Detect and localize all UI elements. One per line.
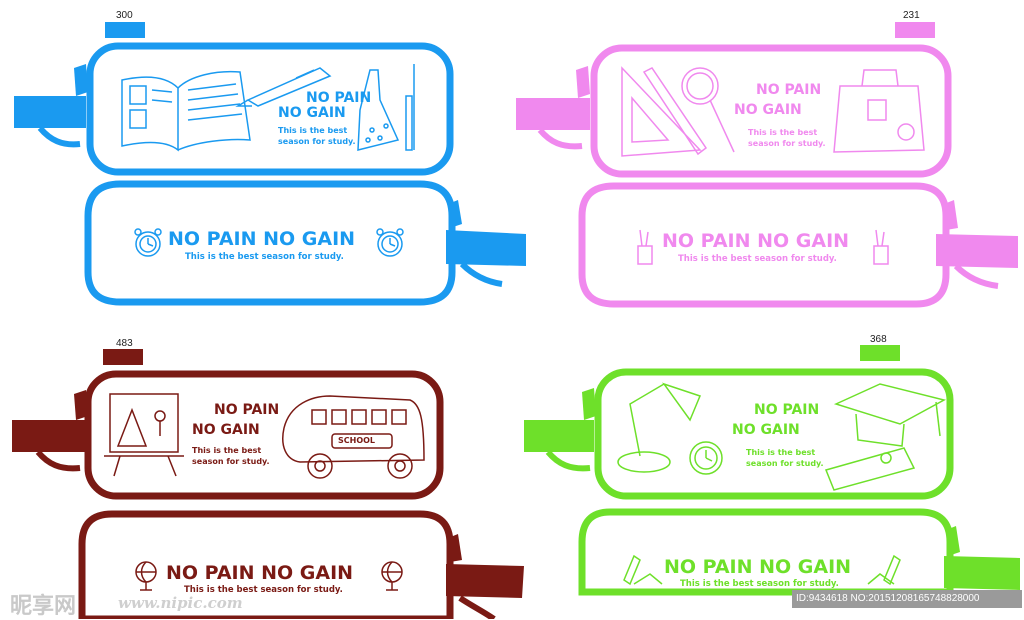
brown-bottom-title: NO PAIN NO GAIN bbox=[166, 562, 354, 584]
bus-label: SCHOOL bbox=[338, 436, 376, 445]
case-blue-bottom bbox=[84, 180, 526, 306]
pink-top-sub-1: This is the best bbox=[748, 128, 818, 137]
pink-bottom-title: NO PAIN NO GAIN bbox=[662, 230, 850, 252]
green-bottom-title: NO PAIN NO GAIN bbox=[664, 556, 852, 578]
blue-top-sub-2: season for study. bbox=[278, 137, 356, 146]
pencils-icon bbox=[623, 554, 663, 586]
case-pink-top bbox=[516, 44, 952, 178]
case-brown-bottom bbox=[78, 510, 524, 619]
case-pink-bottom bbox=[578, 182, 1018, 308]
blue-top-title-1: NO PAIN bbox=[306, 90, 372, 106]
swatch-brown bbox=[103, 349, 143, 365]
bag-icon bbox=[833, 69, 925, 153]
alarm-clock-icon bbox=[134, 228, 162, 257]
pink-top-title-1: NO PAIN bbox=[756, 82, 822, 98]
brown-top-sub-2: season for study. bbox=[192, 457, 270, 466]
magnifier-icon bbox=[681, 67, 735, 153]
pen-icon bbox=[235, 67, 332, 107]
brown-bottom-sub: This is the best season for study. bbox=[184, 585, 343, 595]
blue-bottom-sub: This is the best season for study. bbox=[185, 252, 344, 262]
globe-icon bbox=[135, 561, 157, 591]
graduation-cap-icon bbox=[833, 383, 947, 447]
green-top-title-2: NO GAIN bbox=[732, 422, 800, 438]
pink-top-sub-2: season for study. bbox=[748, 139, 826, 148]
pencil-cup-icon-right bbox=[873, 229, 889, 265]
green-top-sub-1: This is the best bbox=[746, 448, 816, 457]
swatch-pink bbox=[895, 22, 935, 38]
alarm-clock-icon-green bbox=[689, 441, 723, 475]
brown-top-title-2: NO GAIN bbox=[192, 422, 260, 438]
chalkboard-icon bbox=[104, 393, 184, 477]
swatch-code-pink: 231 bbox=[903, 10, 920, 21]
pencils-icon-right bbox=[867, 554, 901, 586]
flask-icon bbox=[357, 64, 415, 151]
brown-top-title-1: NO PAIN bbox=[214, 402, 280, 418]
swatch-green bbox=[860, 345, 900, 361]
pencil-cup-icon bbox=[637, 229, 653, 265]
swatch-blue bbox=[105, 22, 145, 38]
swatch-code-brown: 483 bbox=[116, 338, 133, 349]
case-blue-top bbox=[14, 42, 454, 176]
ruler-icon bbox=[621, 66, 702, 157]
green-top-title-1: NO PAIN bbox=[754, 402, 820, 418]
pink-top-title-2: NO GAIN bbox=[734, 102, 802, 118]
pink-bottom-sub: This is the best season for study. bbox=[678, 254, 837, 264]
brown-top-sub-1: This is the best bbox=[192, 446, 262, 455]
alarm-clock-icon-right bbox=[376, 228, 404, 257]
globe-icon-right bbox=[381, 561, 403, 591]
school-bus-icon bbox=[282, 395, 425, 479]
swatch-code-green: 368 bbox=[870, 334, 887, 345]
green-top-sub-2: season for study. bbox=[746, 459, 824, 468]
watermark-site: 昵享网 bbox=[10, 594, 77, 619]
green-bottom-sub: This is the best season for study. bbox=[680, 579, 839, 589]
book-icon bbox=[121, 70, 251, 152]
blue-top-sub-1: This is the best bbox=[278, 126, 348, 135]
case-brown-top bbox=[12, 370, 444, 500]
swatch-code-blue: 300 bbox=[116, 10, 133, 21]
diploma-icon bbox=[824, 447, 916, 491]
pencil-icon bbox=[642, 67, 708, 156]
watermark-url: www.nipic.com bbox=[118, 594, 243, 612]
watermark-id: ID:9434618 NO:20151208165748828000 bbox=[792, 590, 1022, 608]
blue-bottom-title: NO PAIN NO GAIN bbox=[168, 228, 356, 250]
case-green-top bbox=[524, 368, 954, 500]
desk-lamp-icon bbox=[617, 382, 702, 473]
blue-top-title-2: NO GAIN bbox=[278, 105, 346, 121]
